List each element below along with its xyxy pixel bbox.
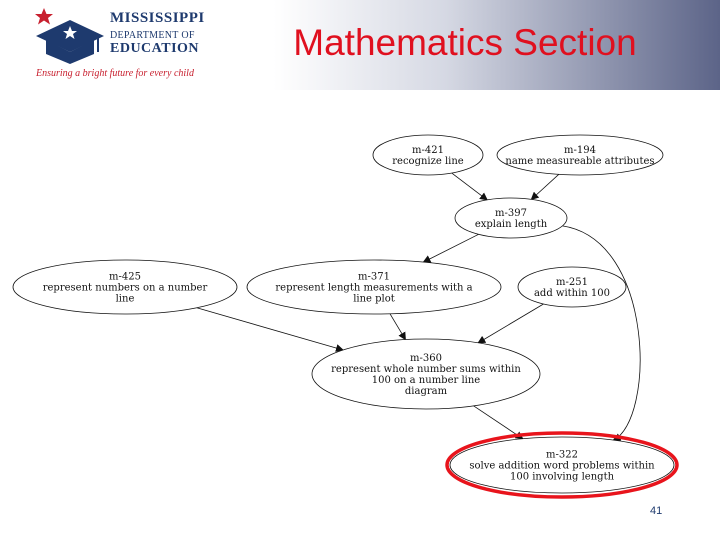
edge-m-425-to-m-360 bbox=[196, 307, 344, 352]
node-description-label: recognize line bbox=[392, 156, 464, 167]
node-ellipse bbox=[449, 436, 675, 494]
schoolhouse-star-icon bbox=[35, 8, 104, 64]
node-description-label: represent whole number sums within bbox=[331, 364, 521, 375]
edge-m-251-to-m-360 bbox=[477, 303, 544, 344]
node-description-label: name measureable attributes bbox=[505, 156, 654, 167]
node-id-label: m-421 bbox=[412, 145, 444, 156]
node-id-label: m-251 bbox=[556, 277, 588, 288]
logo-line-1: MISSISSIPPI bbox=[110, 10, 205, 26]
node-ellipse bbox=[12, 259, 238, 315]
node-id-label: m-397 bbox=[495, 208, 527, 219]
logo-tagline: Ensuring a bright future for every child bbox=[36, 68, 194, 79]
node-description-label: represent length measurements with a bbox=[275, 283, 472, 294]
node-id-label: m-360 bbox=[410, 353, 442, 364]
node-id-label: m-322 bbox=[546, 450, 578, 461]
node-ellipse bbox=[311, 338, 541, 410]
node-ellipse bbox=[517, 266, 627, 308]
logo-line-3: EDUCATION bbox=[110, 41, 200, 56]
highlight-circle bbox=[445, 431, 679, 499]
node-ellipse bbox=[246, 259, 502, 315]
edge-m-397-to-m-371 bbox=[422, 233, 479, 263]
node-description-label: line bbox=[116, 294, 135, 305]
node-description-label: represent numbers on a number bbox=[43, 283, 208, 294]
node-id-label: m-194 bbox=[564, 145, 596, 156]
node-description-label: add within 100 bbox=[534, 288, 610, 299]
node-description-label: diagram bbox=[405, 386, 448, 397]
mde-logo: MISSISSIPPI DEPARTMENT OF EDUCATION Ensu… bbox=[30, 6, 210, 84]
edge-m-360-to-m-322 bbox=[473, 405, 524, 440]
slide-header: MISSISSIPPI DEPARTMENT OF EDUCATION Ensu… bbox=[0, 0, 720, 90]
node-description-label: 100 on a number line bbox=[372, 375, 481, 386]
logo-line-2: DEPARTMENT OF bbox=[110, 30, 195, 41]
node-ellipse bbox=[496, 134, 664, 176]
edge-m-371-to-m-360 bbox=[389, 313, 406, 341]
node-description-label: line plot bbox=[353, 294, 395, 305]
page-number: 41 bbox=[650, 505, 663, 517]
node-id-label: m-371 bbox=[358, 272, 390, 283]
node-description-label: solve addition word problems within bbox=[469, 461, 655, 472]
edge-m-397-to-m-322 bbox=[562, 225, 641, 441]
node-description-label: 100 involving length bbox=[510, 472, 615, 483]
node-id-label: m-425 bbox=[109, 272, 141, 283]
node-ellipse bbox=[372, 134, 484, 176]
slide-title: Mathematics Section bbox=[293, 22, 637, 63]
node-description-label: explain length bbox=[475, 219, 548, 230]
node-ellipse bbox=[454, 197, 568, 239]
edge-m-194-to-m-397 bbox=[530, 174, 560, 201]
edge-m-421-to-m-397 bbox=[451, 172, 488, 201]
